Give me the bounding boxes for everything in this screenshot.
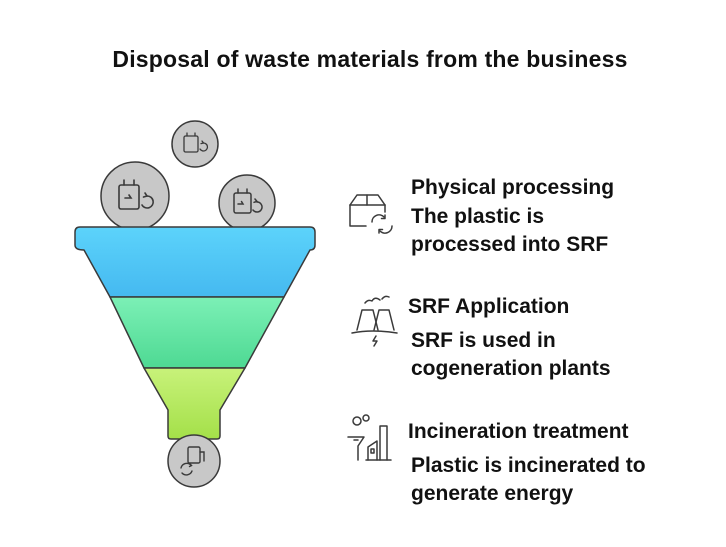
plastic-bag-circle-large	[100, 161, 170, 231]
step-description-physical-processing: The plastic is processed into SRF	[411, 205, 609, 256]
step-description-incineration-treatment: Plastic is incinerated to generate energ…	[411, 454, 646, 505]
step-title-srf-application: SRF Application	[408, 295, 570, 318]
power-plant-icon	[351, 295, 398, 347]
plastic-bag-icon	[118, 179, 154, 210]
plastic-bag-icon	[183, 132, 209, 153]
step-description-srf-application: SRF is used in cogeneration plants	[411, 329, 611, 380]
funnel-layer-bottom	[143, 367, 246, 440]
plastic-bag-icon	[233, 188, 263, 214]
plastic-bag-circle-small	[171, 120, 219, 168]
fuel-recycle-icon	[180, 446, 205, 476]
plastic-bag-circle-medium	[218, 174, 276, 232]
step-title-physical-processing: Physical processing	[411, 176, 615, 199]
funnel	[74, 226, 316, 440]
funnel-layer-middle	[109, 296, 285, 369]
diagram-title: Disposal of waste materials from the bus…	[112, 46, 628, 72]
output-circle	[167, 434, 221, 488]
factory-icon	[347, 414, 392, 461]
funnel-layer-top	[74, 226, 316, 298]
box-recycle-icon	[349, 194, 393, 234]
step-title-incineration-treatment: Incineration treatment	[408, 420, 629, 443]
